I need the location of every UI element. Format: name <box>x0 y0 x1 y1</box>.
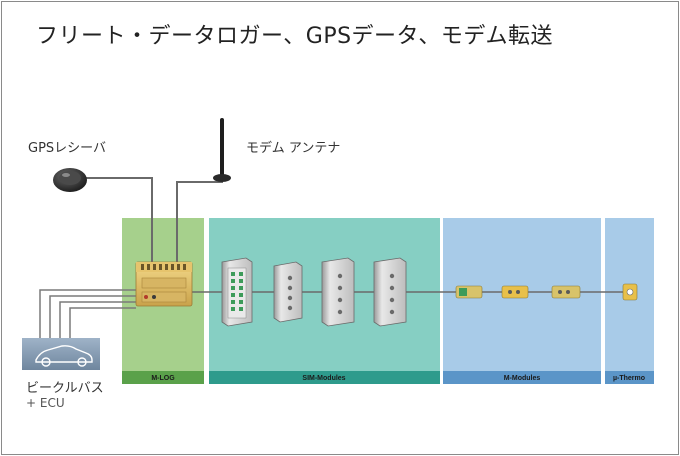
section-label-m-log: M-LOG <box>151 375 175 382</box>
gps-receiver-label: GPSレシーバ <box>28 141 107 156</box>
module-icon <box>455 285 483 299</box>
module-icon <box>273 261 303 323</box>
antenna-icon <box>213 118 231 182</box>
section-band-m-modules <box>443 218 601 384</box>
module-icon <box>622 283 638 301</box>
car-icon <box>22 338 100 370</box>
module-icon <box>221 257 253 327</box>
data-logger-icon <box>135 261 193 307</box>
section-label-sim-modules: SIM-Modules <box>302 375 345 382</box>
vehicle-bus-label: ビークルバス <box>26 381 104 396</box>
page-title: フリート・データロガー、GPSデータ、モデム転送 <box>36 24 553 49</box>
module-icon <box>501 285 529 299</box>
section-label-u-thermo: µ-Thermo <box>613 375 645 382</box>
module-icon <box>373 257 407 327</box>
module-icon <box>551 285 581 299</box>
modem-antenna-label: モデム アンテナ <box>246 141 341 156</box>
gps-puck-icon <box>53 168 87 192</box>
section-band-u-thermo <box>605 218 654 384</box>
section-label-m-modules: M-Modules <box>504 375 541 382</box>
module-icon <box>321 257 355 327</box>
ecu-label: + ECU <box>26 396 65 410</box>
